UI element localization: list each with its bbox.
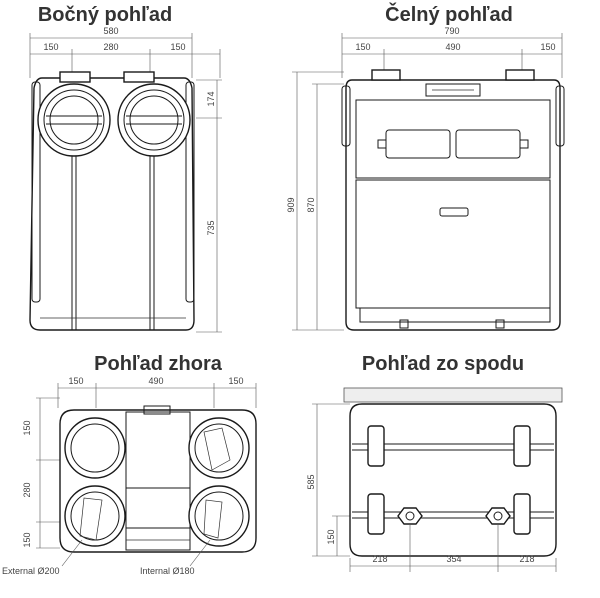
front-body-outline <box>345 79 561 331</box>
side-right-duct <box>117 83 191 157</box>
top-v2-label: 280 <box>22 482 32 497</box>
top-left-label: 150 <box>68 376 83 386</box>
external-diameter-label: External Ø200 <box>2 566 60 576</box>
top-width-dimensions <box>57 383 257 408</box>
top-handle <box>143 405 171 415</box>
bottom-view: 585 150 218 354 218 <box>306 387 563 572</box>
top-right-label: 150 <box>228 376 243 386</box>
internal-diameter-label: Internal Ø180 <box>140 566 195 576</box>
side-view-title: Bočný pohľad <box>38 4 172 26</box>
front-mid-label: 490 <box>445 42 460 52</box>
bottom-depth-label: 585 <box>306 474 316 489</box>
front-upper-panel <box>355 99 551 179</box>
front-control-panel <box>425 83 481 97</box>
top-mid-label: 490 <box>148 376 163 386</box>
bottom-right-label: 218 <box>519 554 534 564</box>
front-left-latch <box>377 139 387 149</box>
front-view: 790 150 490 150 909 870 <box>286 26 565 331</box>
top-view-title: Pohľad zhora <box>94 353 223 375</box>
bottom-foot-bottom-right <box>513 493 531 535</box>
side-left-spigot <box>59 71 91 83</box>
side-width-label: 580 <box>103 26 118 36</box>
front-left-label: 150 <box>355 42 370 52</box>
front-left-side-panel <box>341 85 351 147</box>
ceiling-block <box>343 387 563 403</box>
front-foot-1 <box>399 319 409 329</box>
bottom-v-label: 150 <box>326 529 336 544</box>
front-foot-2 <box>495 319 505 329</box>
side-right-panel <box>185 81 195 303</box>
bottom-left-label: 218 <box>372 554 387 564</box>
bottom-drain-right <box>485 507 511 525</box>
top-duct-bottom-left <box>64 485 126 547</box>
side-top-height-label: 174 <box>206 91 216 106</box>
top-view: 150 490 150 150 280 150 <box>2 376 257 576</box>
bottom-foot-bottom-left <box>367 493 385 535</box>
bottom-foot-top-left <box>367 425 385 467</box>
top-duct-bottom-right <box>188 485 250 547</box>
top-v1-label: 150 <box>22 420 32 435</box>
front-right-spigot <box>505 69 535 81</box>
front-right-side-panel <box>555 85 565 147</box>
top-duct-top-right <box>188 417 250 479</box>
top-duct-top-left <box>64 417 126 479</box>
side-lower-height-label: 735 <box>206 220 216 235</box>
front-base-plate <box>359 307 551 323</box>
side-right-label: 150 <box>170 42 185 52</box>
front-door-handle <box>439 207 469 217</box>
top-center-panel <box>125 411 191 551</box>
bottom-drain-left <box>397 507 423 525</box>
bottom-view-title: Pohľad zo spodu <box>362 353 524 375</box>
front-left-spigot <box>371 69 401 81</box>
front-body-height-label: 870 <box>306 197 316 212</box>
side-view: 580 150 280 150 174 735 <box>29 26 222 333</box>
side-mid-label: 280 <box>103 42 118 52</box>
side-left-duct <box>37 83 111 157</box>
front-total-height-label: 909 <box>286 197 296 212</box>
top-v3-label: 150 <box>22 532 32 547</box>
side-right-spigot <box>123 71 155 83</box>
side-left-label: 150 <box>43 42 58 52</box>
bottom-foot-top-right <box>513 425 531 467</box>
bottom-mid-label: 354 <box>446 554 461 564</box>
side-left-panel <box>31 81 41 303</box>
front-right-latch <box>519 139 529 149</box>
front-right-label: 150 <box>540 42 555 52</box>
side-width-dimensions <box>29 33 221 78</box>
front-view-title: Čelný pohľad <box>385 2 513 26</box>
bottom-width-dimensions <box>349 524 557 572</box>
front-width-label: 790 <box>444 26 459 36</box>
